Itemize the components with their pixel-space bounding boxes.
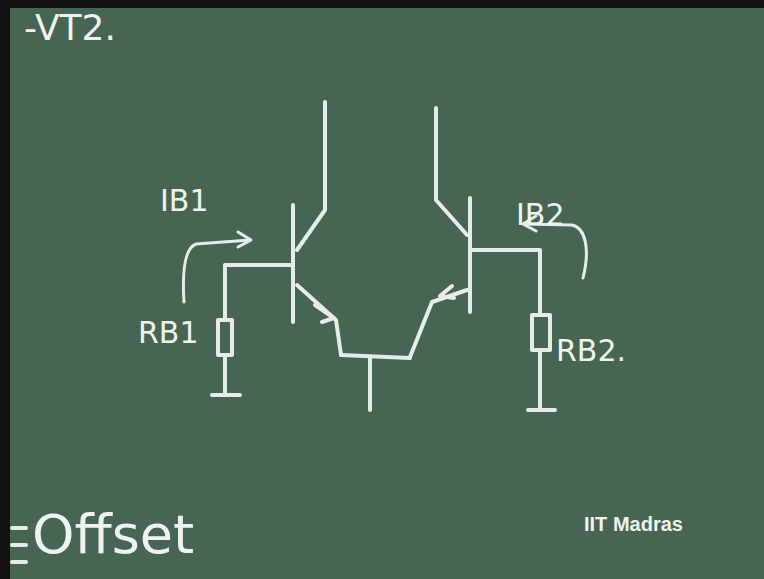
transistor-symbol — [410, 108, 470, 357]
voltage-label: -VT2. — [24, 10, 116, 46]
current-arrow — [183, 232, 251, 302]
board-frame — [0, 0, 10, 579]
wire — [341, 355, 410, 358]
transistor-symbol — [293, 102, 341, 355]
resistor-label: RB2. — [556, 336, 626, 366]
current-label: IB1 — [160, 186, 209, 216]
board-frame — [0, 0, 764, 8]
chalk-mark — [12, 528, 26, 562]
note-text: Offset — [32, 508, 194, 562]
current-label: IB2 — [516, 200, 565, 230]
resistor-symbol — [470, 250, 555, 410]
resistor-symbol — [212, 265, 293, 395]
watermark: IIT Madras — [584, 514, 683, 534]
tail-wire — [368, 357, 372, 410]
resistor-label: RB1 — [138, 318, 199, 348]
